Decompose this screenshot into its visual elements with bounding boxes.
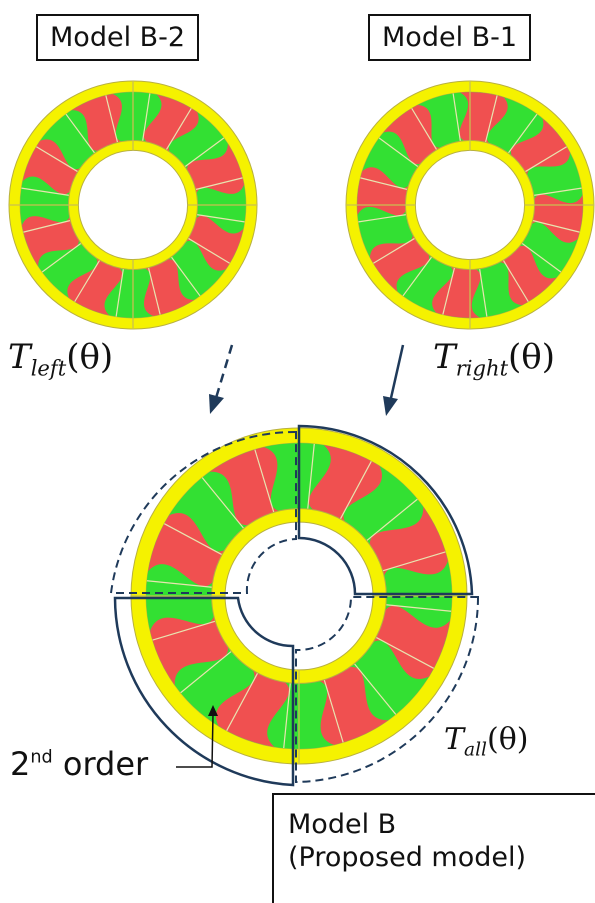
segment-divider [147,267,161,315]
order-arrowhead [208,705,218,716]
red-magnet-segment [459,92,508,144]
segment-divider [385,604,452,612]
segment-divider [65,113,96,154]
segment-divider [366,498,418,542]
segment-divider [479,268,488,317]
t-all-equation: Tall(θ) [444,722,529,761]
red-magnet-segment [186,215,244,271]
red-magnet-segment [148,513,225,587]
arrow-left-dashed [209,344,234,414]
red-magnet-segment [143,94,199,152]
t-right-solid-outline [297,424,474,596]
segment-divider [307,443,315,510]
model-b1-label: Model B-1 [368,14,532,61]
red-magnet-segment [308,445,382,522]
red-magnet-segment [373,605,450,679]
ring-model-b [130,427,468,765]
red-magnet-segment [150,615,229,686]
ring-model-b2 [8,80,258,330]
segment-divider [378,137,419,168]
segment-divider [411,108,438,151]
segment-divider [484,95,498,143]
segment-divider [142,93,151,142]
red-magnet-segment [67,258,123,316]
t-left-equation: Tleft(θ) [8,337,114,381]
inner-yellow-band [68,140,198,270]
order-annotation: 2nd order [10,745,149,783]
red-magnet-segment [510,118,571,176]
segment-divider [507,113,538,154]
segment-divider [180,650,232,694]
red-magnet-segment [369,506,448,577]
segment-divider [165,108,192,151]
red-magnet-segment [432,266,481,318]
segment-divider [187,237,230,264]
inner-yellow-band [211,508,387,684]
segment-divider [195,177,243,191]
segment-divider [452,93,461,142]
segment-divider [41,242,82,273]
red-magnet-segment [209,447,280,526]
model-b1-text: Model B-1 [382,22,518,53]
segment-divider [105,95,119,143]
segment-divider [442,267,456,315]
ring-model-b1 [345,80,595,330]
red-magnet-segment [499,245,557,306]
green-magnet-base [20,92,246,318]
green-magnet-base [146,443,452,749]
segment-divider [152,620,216,641]
t-all-dashed-outline [295,596,480,784]
segment-divider [283,682,291,749]
inner-yellow-band [405,140,535,270]
bottom-left-solid-outline [113,596,295,787]
segment-divider [402,256,433,297]
red-magnet-segment [318,666,389,745]
segment-divider [323,679,344,743]
segment-divider [521,242,562,273]
segment-divider [170,256,201,297]
red-magnet-segment [216,670,290,747]
segment-divider [524,146,567,173]
red-magnet-segment [383,104,441,165]
segment-divider [502,259,529,302]
segment-divider [226,672,259,731]
segment-divider [373,237,416,264]
model-b2-text: Model B-2 [50,22,186,53]
segment-divider [115,268,124,317]
model-b-box: Model B (Proposed model) [272,793,595,903]
arrow-right-solid [383,344,405,416]
segment-divider [375,636,434,669]
segment-divider [201,477,245,529]
red-magnet-segment [369,234,430,292]
segment-divider [36,146,79,173]
order-leader-line [176,713,214,768]
segment-divider [382,551,446,572]
segment-divider [196,214,245,223]
segment-divider [358,214,407,223]
red-magnet-segment [22,139,80,195]
segment-divider [74,259,101,302]
segment-divider [533,187,582,196]
segment-divider [23,219,71,233]
model-b-subtitle: (Proposed model) [288,841,527,873]
segment-divider [164,523,223,556]
segment-divider [532,219,580,233]
segment-divider [21,187,70,196]
t-left-dashed-outline [109,430,297,594]
segment-divider [360,177,408,191]
segment-divider [353,663,397,715]
segment-divider [146,580,213,588]
model-b-title: Model B [288,809,397,840]
segment-divider [184,137,225,168]
segment-divider [254,449,275,513]
t-right-equation: Tright(θ) [433,337,556,381]
segment-divider [339,461,372,520]
red-magnet-segment [531,194,583,243]
red-magnet-segment [357,167,409,216]
model-b2-label: Model B-2 [36,14,200,61]
